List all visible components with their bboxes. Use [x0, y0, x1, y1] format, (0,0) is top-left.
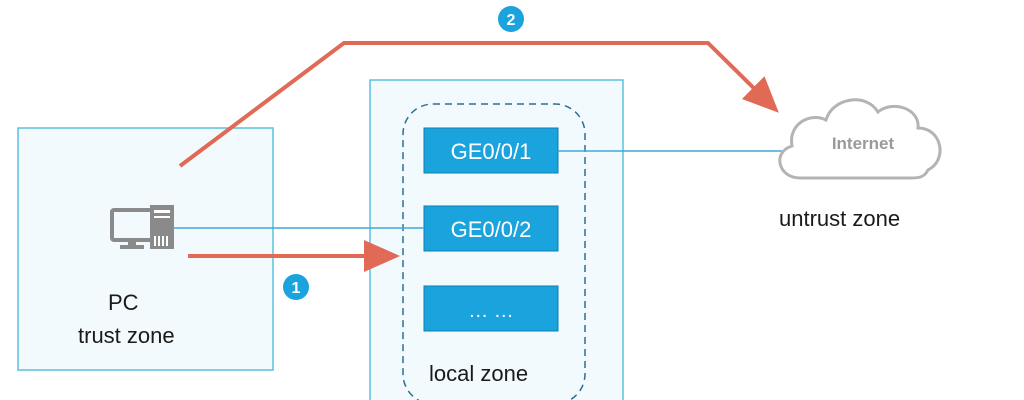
untrust-zone-label: untrust zone [779, 206, 900, 231]
flow-badge-2-text: 2 [507, 12, 516, 29]
trust-zone-box [17, 127, 274, 371]
trust-zone-label: trust zone [78, 323, 175, 348]
flow-badge-1: 1 [283, 274, 309, 300]
flow-badge-2: 2 [498, 6, 524, 32]
pc-icon [110, 205, 174, 249]
port-label: GE0/0/2 [451, 217, 532, 242]
local-zone-dashed-boundary [402, 103, 586, 400]
internet-label: Internet [832, 134, 895, 153]
port-label: GE0/0/1 [451, 139, 532, 164]
pc-label: PC [108, 290, 139, 315]
internet-cloud-icon[interactable]: Internet [778, 98, 942, 180]
flow-arrow-2 [178, 41, 779, 168]
port-more[interactable]: … … [423, 285, 559, 332]
port-label: … … [468, 300, 514, 322]
local-zone-label: local zone [429, 361, 528, 386]
port-ge0-0-2[interactable]: GE0/0/2 [423, 205, 559, 252]
port-ge0-0-1[interactable]: GE0/0/1 [423, 127, 559, 174]
flow-badge-1-text: 1 [292, 280, 301, 297]
